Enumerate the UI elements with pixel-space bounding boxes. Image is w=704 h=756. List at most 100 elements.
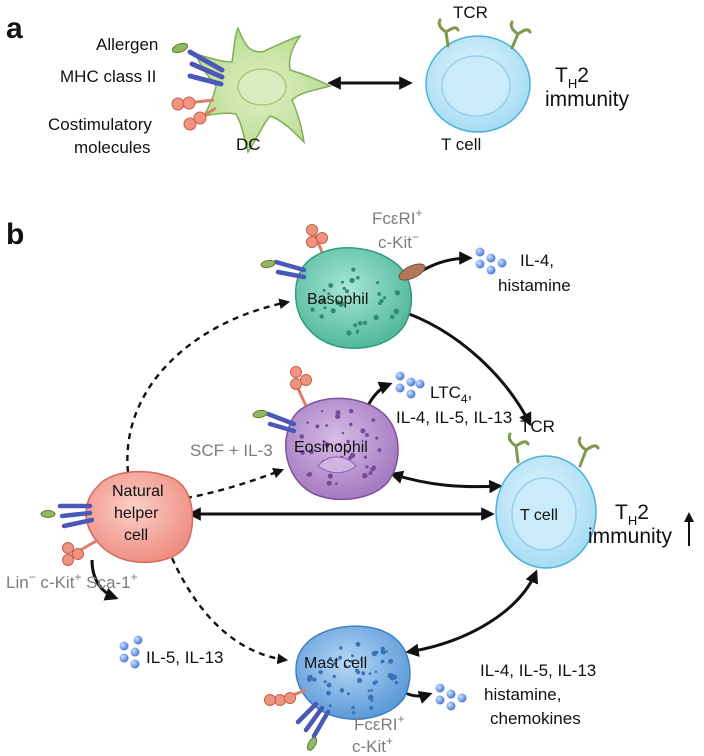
dc-label: DC <box>236 135 261 154</box>
mast-granule <box>360 658 363 661</box>
mast-granule <box>380 649 386 655</box>
mast-granule <box>343 665 347 668</box>
basophil-cell <box>294 247 413 349</box>
basophil-granules-released <box>475 247 507 275</box>
eosinophil-granule <box>299 434 305 439</box>
basophil-granule <box>363 320 368 325</box>
eosinophil-granule <box>341 431 345 435</box>
basophil-granule <box>376 281 380 285</box>
basophil-granule <box>346 330 352 336</box>
mast-products-line2: histamine, <box>484 685 561 704</box>
basophil-granule <box>310 307 315 312</box>
natural-helper-label-line2: helper <box>114 505 159 522</box>
t-cell-label-a: T cell <box>441 135 481 154</box>
mast-granule <box>328 657 332 661</box>
lineage-markers-label: Lin− c-Kit+ Sca-1+ <box>6 570 138 592</box>
mast-granule <box>351 705 355 710</box>
eosinophil-granule <box>324 442 330 448</box>
basophil-products-line1: IL-4, <box>520 251 554 270</box>
nh-to-mast-dashed-arrow <box>170 557 289 665</box>
mast-granule <box>339 646 343 650</box>
eosinophil-granule <box>348 408 354 414</box>
mast-granule <box>385 650 388 653</box>
mast-products-line3: chemokines <box>490 709 581 728</box>
panel-a-letter: a <box>6 12 23 45</box>
basophil-products-line2: histamine <box>498 276 571 295</box>
mast-granule <box>351 711 356 715</box>
mast-cell <box>295 625 411 720</box>
mast-granule <box>361 671 366 676</box>
th2-label-b: TH2 <box>615 501 649 528</box>
mast-granule <box>368 694 374 701</box>
eosinophil-tcell-arrow <box>389 470 503 494</box>
tcr-label-b: TCR <box>520 417 555 436</box>
mast-granule <box>374 670 378 673</box>
allergen-label: Allergen <box>96 35 158 54</box>
basophil-granule <box>353 323 358 328</box>
basophil-granule <box>373 314 379 321</box>
basophil-marker-line1: FcεRI+ <box>372 206 422 228</box>
eosinophil-granule <box>335 413 341 419</box>
natural-helper-granules-released <box>119 635 143 669</box>
eosinophil-receptors <box>252 366 312 434</box>
mast-granule <box>367 689 371 692</box>
eosinophil-granules-released <box>395 371 425 399</box>
tcr-label-a: TCR <box>453 3 488 22</box>
mast-cell-receptors <box>264 688 331 751</box>
mast-granule <box>369 705 374 710</box>
basophil-granule <box>356 275 360 280</box>
t-cell-b <box>495 455 597 569</box>
basophil-granule <box>328 283 334 288</box>
mast-granule <box>332 674 336 679</box>
natural-helper-products-label: IL-5, IL-13 <box>146 648 224 667</box>
eosinophil-granule <box>335 482 338 485</box>
eosinophil-granule <box>346 439 350 444</box>
eosinophil-granule <box>364 473 368 477</box>
costimulatory-label-line2: molecules <box>74 138 151 157</box>
eosinophil-granule <box>346 450 350 454</box>
dendritic-cell <box>194 25 333 154</box>
eosinophil-granule <box>320 410 324 413</box>
eosinophil-granule <box>338 442 342 447</box>
nh-release-arrow <box>90 559 119 601</box>
eosinophil-granule <box>363 455 368 459</box>
mast-granule <box>338 655 343 660</box>
eosinophil-granule <box>335 410 341 416</box>
mast-granule <box>357 677 363 683</box>
mast-granule <box>351 654 355 658</box>
mhc-label: MHC class II <box>60 67 156 86</box>
mast-granule <box>374 650 379 655</box>
eosinophil-cell <box>285 397 399 501</box>
basophil-granule <box>318 300 321 304</box>
eosinophil-granule <box>308 449 314 455</box>
mast-granule <box>355 641 361 647</box>
mast-granule <box>390 677 394 681</box>
mast-granule <box>370 689 374 692</box>
eosinophil-granule <box>323 440 326 444</box>
mast-marker-line2: c-Kit+ <box>352 734 393 756</box>
eosinophil-granule <box>306 421 310 424</box>
eosinophil-products-line1: LTC4, <box>430 383 472 406</box>
immunity-label-a: immunity <box>545 88 630 111</box>
eosinophil-granule <box>315 424 320 429</box>
mast-granule <box>388 658 394 664</box>
eosinophil-granule <box>375 436 379 440</box>
immunity-label-b: immunity <box>588 525 673 548</box>
eosinophil-granule <box>364 433 369 437</box>
eosinophil-label: Eosinophil <box>294 439 368 456</box>
eosinophil-granule <box>371 418 376 422</box>
tcr-receptors-a <box>437 18 532 50</box>
mast-granules-released <box>435 683 467 711</box>
eosinophil-granule <box>365 465 369 469</box>
natural-helper-cell <box>85 470 194 563</box>
eosinophil-products-line2: IL-4, IL-5, IL-13 <box>396 408 512 427</box>
eosinophil-granule <box>326 480 332 486</box>
basophil-granule <box>341 280 344 284</box>
basophil-granule <box>330 308 336 314</box>
basophil-granule <box>322 288 326 292</box>
basophil-granule <box>319 314 324 319</box>
basophil-granule <box>349 277 355 284</box>
mast-granule <box>307 675 313 681</box>
basophil-granule <box>394 290 400 296</box>
